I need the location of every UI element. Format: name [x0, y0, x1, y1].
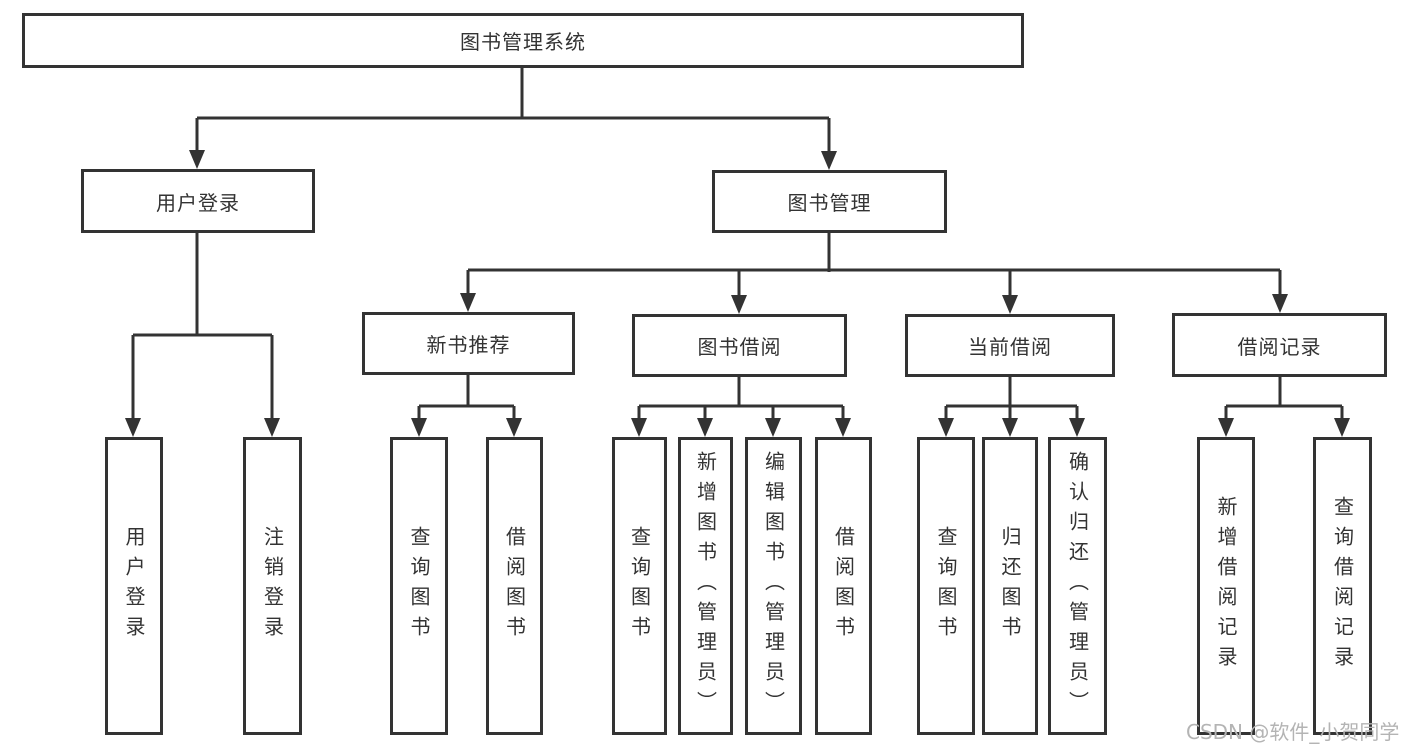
node-borrow-records: 借阅记录 — [1172, 313, 1387, 377]
csdn-watermark: CSDN @软件_小贺同学 — [1186, 720, 1400, 744]
leaf-query-books-recommend: 查询图书 — [390, 437, 448, 735]
node-current-borrowing: 当前借阅 — [905, 314, 1115, 377]
leaf-logout: 注销登录 — [243, 437, 302, 735]
node-new-book-recommendation: 新书推荐 — [362, 312, 575, 375]
leaf-return-books: 归还图书 — [982, 437, 1038, 735]
leaf-label: 用户登录 — [122, 526, 146, 646]
leaf-borrow-books-borrowing: 借阅图书 — [815, 437, 872, 735]
leaf-label: 借阅图书 — [502, 526, 527, 646]
leaf-label: 查询图书 — [934, 526, 958, 646]
leaf-confirm-return-admin: 确认归还（管理员） — [1048, 437, 1107, 735]
leaf-add-books-admin: 新增图书（管理员） — [678, 437, 733, 735]
leaf-borrow-books-recommend: 借阅图书 — [486, 437, 543, 735]
leaf-label: 查询图书 — [627, 526, 652, 646]
node-user-login-module: 用户登录 — [81, 169, 315, 233]
leaf-label: 查询借阅记录 — [1330, 496, 1355, 676]
leaf-user-login: 用户登录 — [105, 437, 163, 735]
node-book-management: 图书管理 — [712, 170, 947, 233]
leaf-label: 查询图书 — [407, 526, 431, 646]
leaf-label: 注销登录 — [260, 526, 285, 646]
node-library-management-system: 图书管理系统 — [22, 13, 1024, 68]
leaf-label: 归还图书 — [998, 526, 1022, 646]
leaf-query-borrow-record: 查询借阅记录 — [1313, 437, 1372, 735]
leaf-label: 编辑图书（管理员） — [761, 451, 786, 721]
leaf-query-books-current: 查询图书 — [917, 437, 975, 735]
leaf-edit-books-admin: 编辑图书（管理员） — [745, 437, 802, 735]
leaf-add-borrow-record: 新增借阅记录 — [1197, 437, 1255, 735]
node-book-borrowing: 图书借阅 — [632, 314, 847, 377]
leaf-label: 借阅图书 — [831, 526, 856, 646]
leaf-label: 新增图书（管理员） — [693, 451, 718, 721]
leaf-query-books-borrowing: 查询图书 — [612, 437, 667, 735]
leaf-label: 新增借阅记录 — [1214, 496, 1238, 676]
leaf-label: 确认归还（管理员） — [1065, 451, 1090, 721]
